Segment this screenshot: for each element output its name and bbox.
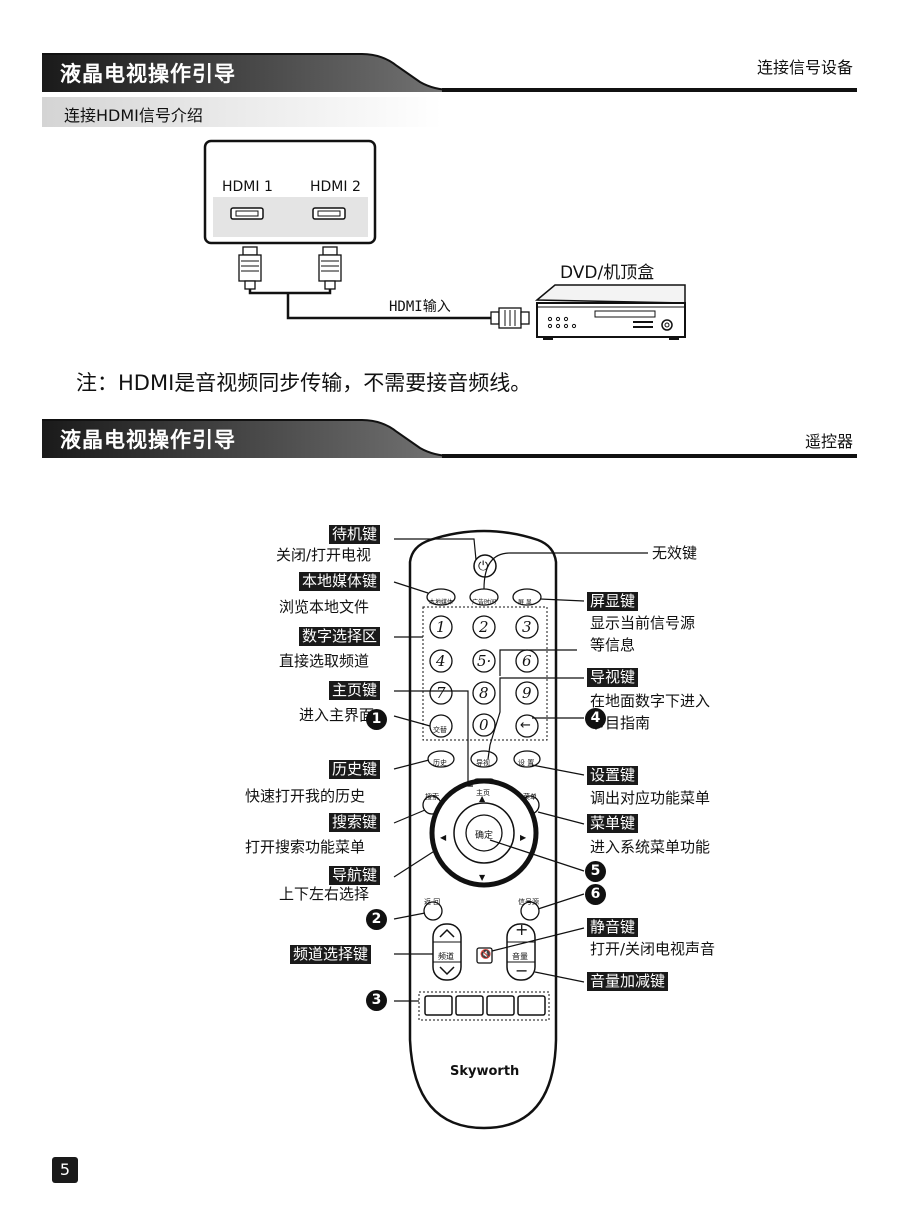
hdmi-plug-1 bbox=[238, 246, 262, 290]
dvd-player-illustration bbox=[534, 284, 686, 340]
digit-area-label: 数字选择区 bbox=[299, 627, 381, 646]
digit-1: 1 bbox=[436, 618, 446, 636]
hdmi1-port-label: HDMI 1 bbox=[222, 179, 273, 195]
section-title: 液晶电视操作引导 bbox=[60, 428, 236, 452]
volume-minus-icon: − bbox=[515, 961, 529, 980]
mute-key-label: 静音键 bbox=[587, 918, 639, 937]
digit-4: 4 bbox=[436, 652, 446, 670]
power-icon: ⏻ bbox=[478, 559, 489, 574]
digit-5: 5· bbox=[477, 652, 492, 670]
section-title: 液晶电视操作引导 bbox=[60, 62, 236, 86]
nav-left-icon: ◀ bbox=[440, 833, 447, 842]
swap-button-label: 交替 bbox=[433, 726, 447, 734]
nav-key-label: 导航键 bbox=[329, 866, 381, 885]
callout-number-5: 5 bbox=[585, 861, 606, 882]
settings-key-desc: 调出对应功能菜单 bbox=[590, 789, 711, 807]
section-header: 液晶电视操作引导 遥控器 bbox=[42, 418, 857, 458]
settings-button-label: 设 置 bbox=[518, 759, 535, 767]
guide-key-desc-1: 在地面数字下进入 bbox=[590, 692, 711, 710]
standby-key-label: 待机键 bbox=[329, 525, 381, 544]
return-button-label: 返 回 bbox=[424, 898, 441, 906]
search-key-label: 搜索键 bbox=[329, 813, 381, 832]
callout-number-1: 1 bbox=[366, 709, 387, 730]
digit-6: 6 bbox=[522, 652, 532, 670]
history-key-desc: 快速打开我的历史 bbox=[245, 787, 366, 805]
channel-key-label: 频道选择键 bbox=[290, 945, 372, 964]
home-key-label: 主页键 bbox=[329, 681, 381, 700]
source-button-label: 信号源 bbox=[518, 898, 539, 906]
back-arrow-icon: ← bbox=[520, 718, 531, 733]
guide-key-label: 导视键 bbox=[587, 668, 639, 687]
history-key-label: 历史键 bbox=[329, 760, 381, 779]
display-key-desc-1: 显示当前信号源 bbox=[590, 614, 696, 632]
search-key-desc: 打开搜索功能菜单 bbox=[245, 838, 366, 856]
page-number: 5 bbox=[52, 1157, 78, 1183]
volume-button-label: 音量 bbox=[512, 952, 528, 961]
volume-plus-icon: + bbox=[515, 920, 529, 939]
volume-key-label: 音量加减键 bbox=[587, 972, 669, 991]
digit-3: 3 bbox=[522, 618, 532, 636]
hdmi-plug-2 bbox=[318, 246, 342, 290]
home-button-label: 主页 bbox=[476, 789, 490, 797]
ok-button-label: 确定 bbox=[475, 831, 494, 841]
mute-key-desc: 打开/关闭电视声音 bbox=[590, 940, 716, 958]
digit-9: 9 bbox=[522, 684, 532, 702]
menu-button-label: 菜单 bbox=[523, 793, 537, 801]
mute-icon: 🔇 bbox=[480, 950, 492, 960]
hdmi-connection-diagram bbox=[203, 139, 686, 340]
history-button-label: 历史 bbox=[433, 759, 447, 767]
menu-key-label: 菜单键 bbox=[587, 814, 639, 833]
header-band bbox=[42, 419, 857, 458]
display-key-desc-2: 等信息 bbox=[590, 636, 636, 654]
settings-key-label: 设置键 bbox=[587, 766, 639, 785]
digit-0: 0 bbox=[479, 716, 489, 734]
section-topic: 连接信号设备 bbox=[756, 58, 853, 77]
digit-8: 8 bbox=[479, 684, 489, 702]
invalid-key-label: 无效键 bbox=[652, 544, 698, 562]
header-band bbox=[42, 53, 857, 92]
nav-up-icon: ▲ bbox=[479, 794, 486, 803]
guide-button-label: 导视 bbox=[476, 759, 490, 767]
callout-number-2: 2 bbox=[366, 909, 387, 930]
nav-right-icon: ▶ bbox=[520, 833, 527, 842]
local-media-key-label: 本地媒体键 bbox=[299, 572, 381, 591]
local-media-key-desc: 浏览本地文件 bbox=[279, 598, 370, 616]
hdmi-note: 注：HDMI是音视频同步传输，不需要接音频线。 bbox=[76, 371, 532, 395]
subsection-header: 连接HDMI信号介绍 bbox=[42, 97, 442, 127]
digit-area-desc: 直接选取频道 bbox=[279, 652, 370, 670]
brand-logo: Skyworth bbox=[450, 1064, 520, 1079]
ad-skip-button-label: 广告时间 bbox=[472, 599, 497, 606]
search-button-label: 搜索 bbox=[425, 793, 439, 801]
dvd-device-label: DVD/机顶盒 bbox=[560, 263, 655, 283]
digit-2: 2 bbox=[479, 618, 489, 636]
hdmi2-port-label: HDMI 2 bbox=[310, 179, 361, 195]
callout-number-3: 3 bbox=[366, 990, 387, 1011]
display-key-label: 屏显键 bbox=[587, 592, 639, 611]
section-header: 液晶电视操作引导 连接信号设备 bbox=[42, 52, 857, 92]
local-media-button-label: 本地媒体 bbox=[429, 599, 454, 606]
subsection-title: 连接HDMI信号介绍 bbox=[64, 106, 203, 125]
nav-key-desc: 上下左右选择 bbox=[279, 885, 370, 903]
standby-key-desc: 关闭/打开电视 bbox=[276, 546, 372, 564]
home-key-desc: 进入主界面 bbox=[299, 706, 375, 724]
section-topic: 遥控器 bbox=[804, 432, 853, 451]
display-button-label: 屏 显 bbox=[518, 599, 532, 606]
nav-down-icon: ▼ bbox=[479, 873, 486, 882]
menu-key-desc: 进入系统菜单功能 bbox=[590, 838, 711, 856]
callout-number-6: 6 bbox=[585, 884, 606, 905]
callout-number-4: 4 bbox=[585, 708, 606, 729]
digit-7: 7 bbox=[436, 684, 446, 702]
hdmi-input-label: HDMI输入 bbox=[389, 299, 451, 315]
channel-button-label: 频道 bbox=[438, 952, 454, 961]
